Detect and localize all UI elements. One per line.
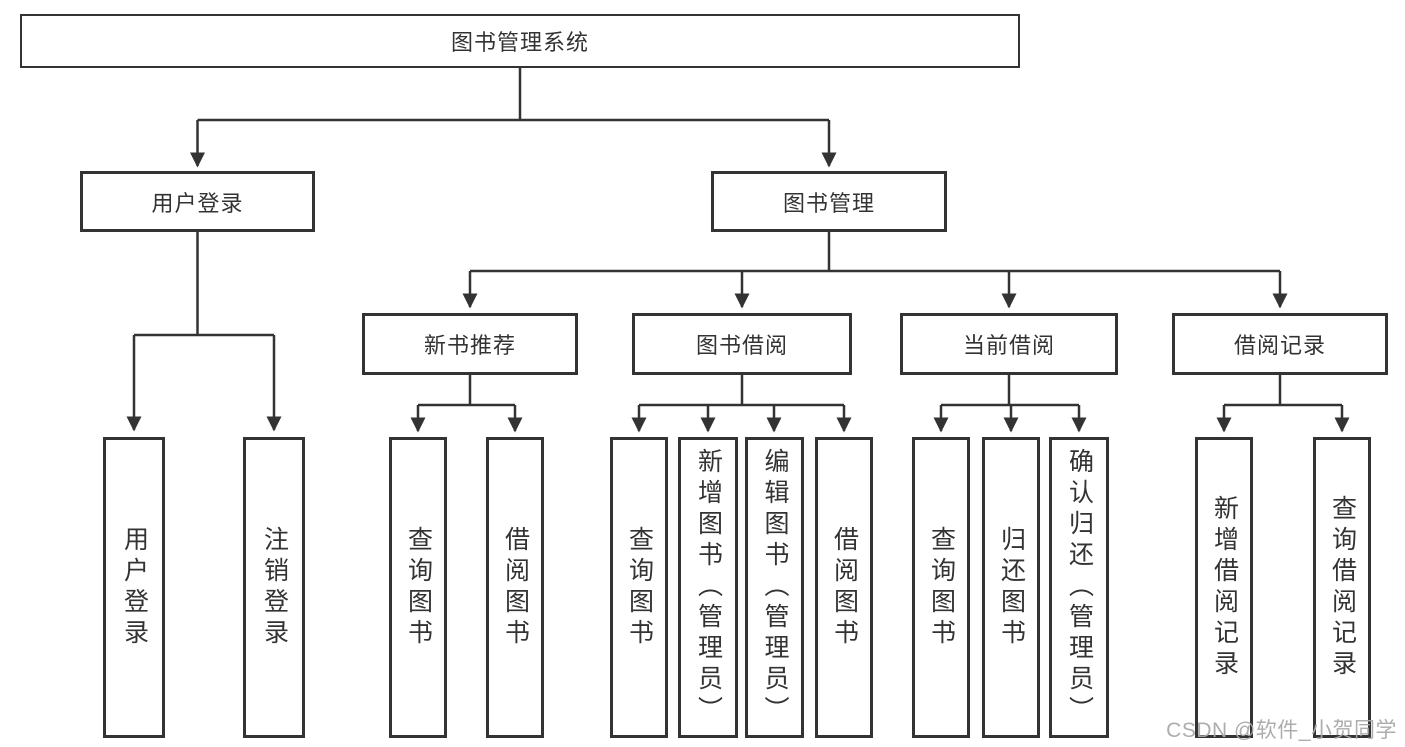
node-borrow-records: 借阅记录 xyxy=(1172,313,1388,375)
leaf-records-query-record: 查询借阅记录 xyxy=(1313,437,1371,738)
connector-recommend-children xyxy=(418,375,515,407)
connector-current-children xyxy=(941,375,1079,407)
leaf-borrow-add-books-admin: 新增图书（管理员） xyxy=(678,437,738,738)
leaf-borrow-borrow-books: 借阅图书 xyxy=(815,437,873,738)
leaf-current-confirm-return-admin-label: 确认归还（管理员） xyxy=(1065,448,1094,727)
node-root-label: 图书管理系统 xyxy=(450,30,589,55)
node-current-borrow: 当前借阅 xyxy=(900,313,1118,375)
leaf-current-return-books-label: 归还图书 xyxy=(997,525,1026,650)
node-book-management: 图书管理 xyxy=(711,171,947,232)
leaf-borrow-query-books: 查询图书 xyxy=(610,437,668,738)
leaf-records-add-record-label: 新增借阅记录 xyxy=(1210,494,1239,681)
leaf-user-login: 用户登录 xyxy=(103,437,165,738)
connector-borrow-children xyxy=(639,375,844,407)
leaf-current-query-books-label: 查询图书 xyxy=(927,525,956,650)
node-current-borrow-label: 当前借阅 xyxy=(962,333,1055,358)
leaf-current-confirm-return-admin: 确认归还（管理员） xyxy=(1049,437,1109,738)
leaf-current-query-books: 查询图书 xyxy=(912,437,970,738)
node-borrow-records-label: 借阅记录 xyxy=(1233,333,1326,358)
node-user-login: 用户登录 xyxy=(80,171,315,232)
leaf-borrow-query-books-label: 查询图书 xyxy=(625,525,654,650)
leaf-user-login-label: 用户登录 xyxy=(120,525,149,650)
leaf-logout-login-label: 注销登录 xyxy=(260,525,289,650)
leaf-current-return-books: 归还图书 xyxy=(982,437,1040,738)
csdn-watermark: CSDN @软件_小贺同学 xyxy=(1166,719,1397,742)
node-user-login-label: 用户登录 xyxy=(151,190,244,216)
leaf-logout-login: 注销登录 xyxy=(243,437,305,738)
leaf-recommend-query-books: 查询图书 xyxy=(389,437,447,738)
node-book-management-label: 图书管理 xyxy=(782,190,875,216)
connector-user-login-children xyxy=(134,232,274,337)
node-new-book-recommend: 新书推荐 xyxy=(362,313,578,375)
leaf-recommend-borrow-books-label: 借阅图书 xyxy=(501,525,530,650)
leaf-records-add-record: 新增借阅记录 xyxy=(1195,437,1253,738)
leaf-borrow-add-books-admin-label: 新增图书（管理员） xyxy=(694,448,723,727)
leaf-borrow-edit-books-admin-label: 编辑图书（管理员） xyxy=(761,448,789,727)
node-new-book-recommend-label: 新书推荐 xyxy=(423,333,516,358)
node-book-borrow-label: 图书借阅 xyxy=(695,333,788,358)
leaf-recommend-query-books-label: 查询图书 xyxy=(404,525,433,650)
leaf-borrow-borrow-books-label: 借阅图书 xyxy=(830,525,859,650)
node-book-borrow: 图书借阅 xyxy=(632,313,852,375)
connector-root-to-level2 xyxy=(197,68,829,122)
leaf-records-query-record-label: 查询借阅记录 xyxy=(1328,494,1357,681)
connector-records-children xyxy=(1224,375,1342,407)
connector-book-management-children xyxy=(470,232,1280,273)
leaf-borrow-edit-books-admin: 编辑图书（管理员） xyxy=(745,437,804,738)
node-root-system: 图书管理系统 xyxy=(20,14,1020,68)
leaf-recommend-borrow-books: 借阅图书 xyxy=(486,437,544,738)
